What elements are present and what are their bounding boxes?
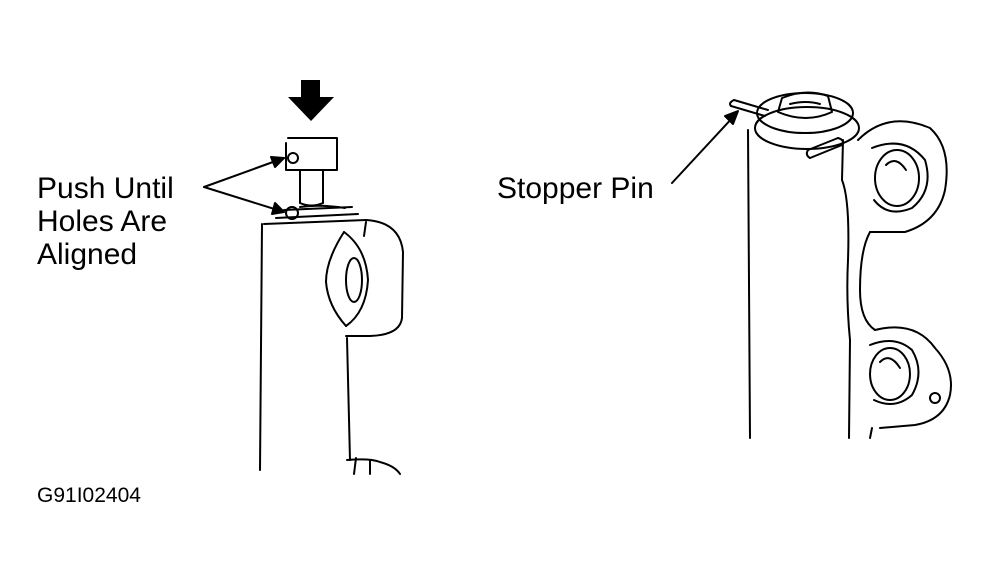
pin-cap — [285, 137, 338, 207]
stopper-pin-label: Stopper Pin — [497, 172, 654, 205]
callout-line-1: Push Until — [37, 172, 174, 205]
stopper-pointer — [671, 110, 739, 184]
collar — [275, 204, 359, 220]
callout-line-2: Holes Are — [37, 205, 168, 238]
mounting-bracket — [857, 120, 952, 439]
push-arrow-icon — [288, 80, 334, 121]
callout-line-3: Aligned — [37, 238, 138, 271]
stopper-assembly — [729, 91, 860, 159]
right-shaft — [747, 129, 851, 439]
callout-pointers — [203, 156, 285, 215]
cylinder-body — [259, 219, 404, 475]
figure-id: G91I02404 — [37, 484, 141, 507]
push-until-holes-aligned-label: Push Until Holes Are Aligned — [37, 172, 174, 271]
